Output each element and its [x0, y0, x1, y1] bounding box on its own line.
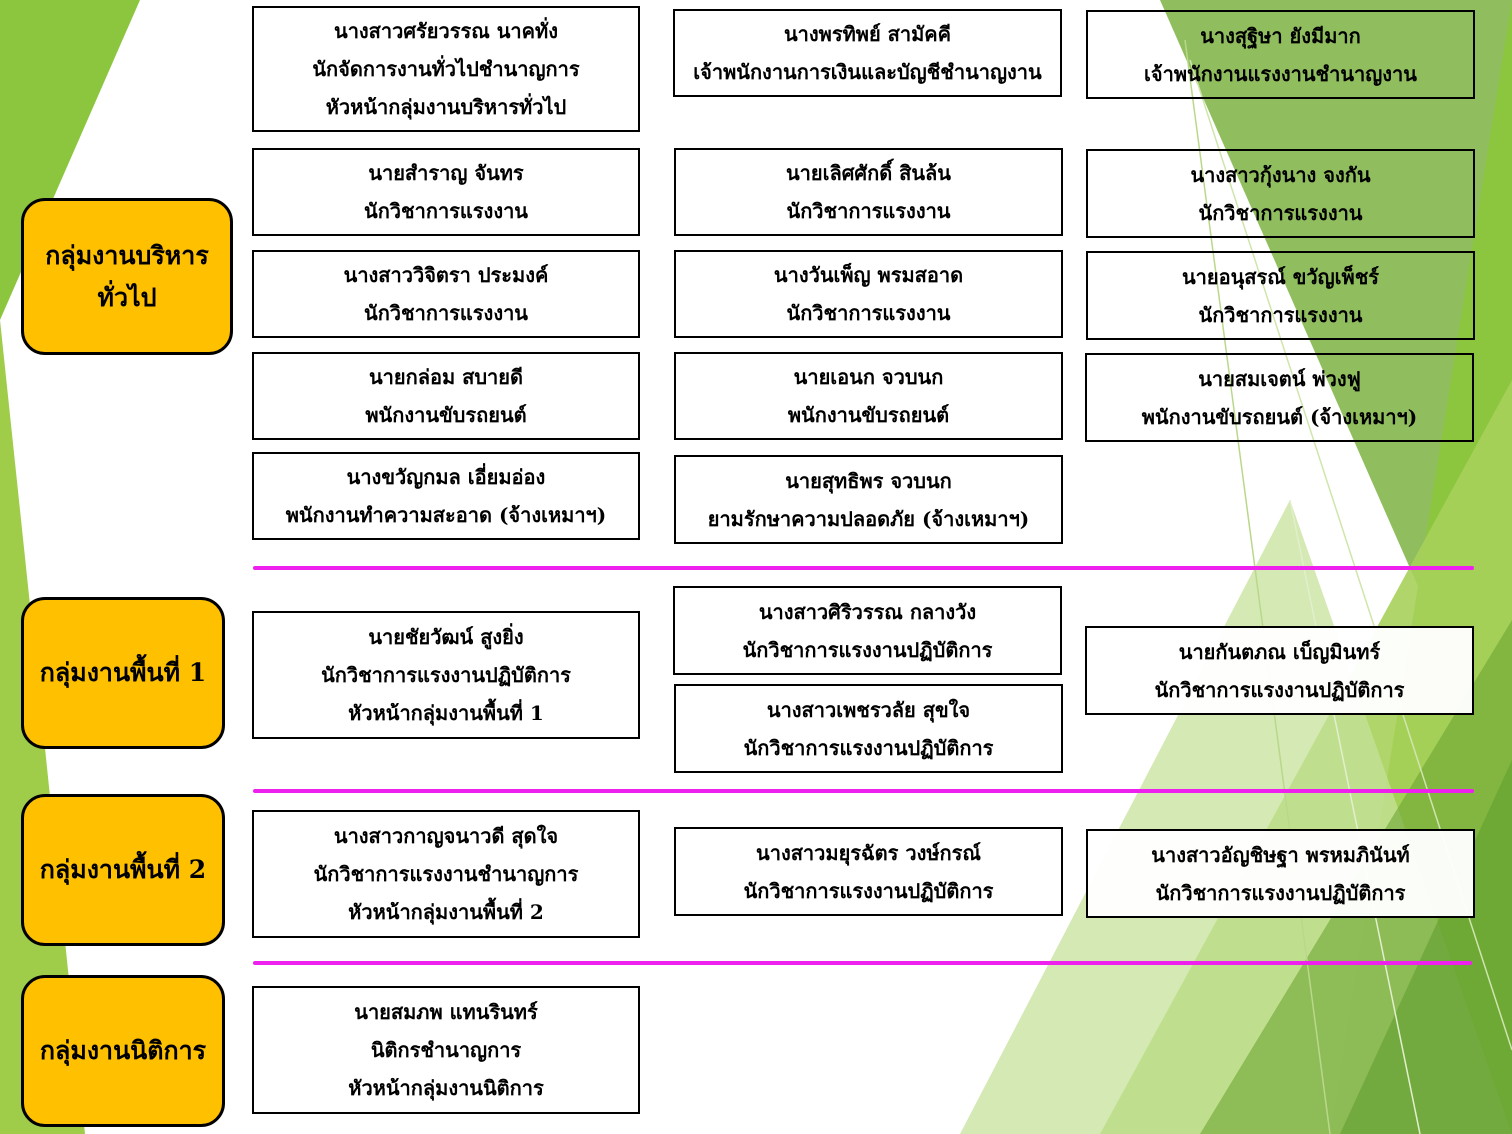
staff-card: นางขวัญกมล เอี่ยมอ่อง พนักงานทำความสะอาด…	[252, 452, 640, 540]
group-label-line: กลุ่มงานพื้นที่ 1	[39, 658, 207, 687]
staff-name: นางสุฐิษา ยังมีมาก	[1200, 23, 1361, 48]
staff-card: นางสาวศรัยวรรณ นาคทั่ง นักจัดการงานทั่วไ…	[252, 6, 640, 132]
staff-card: นางวันเพ็ญ พรมสอาด นักวิชาการแรงงาน	[674, 250, 1063, 338]
staff-card: นางพรทิพย์ สามัคคี เจ้าพนักงานการเงินและ…	[673, 9, 1062, 97]
staff-position: นักวิชาการแรงงานชำนาญการ	[313, 862, 579, 886]
staff-card: นางสุฐิษา ยังมีมาก เจ้าพนักงานแรงงานชำนา…	[1086, 10, 1475, 99]
staff-position: นักวิชาการแรงงานปฏิบัติการ	[1155, 880, 1406, 905]
staff-name: นายกล่อม สบายดี	[369, 365, 523, 389]
staff-name: นางสาวเพชรวลัย สุขใจ	[766, 697, 971, 722]
staff-name: นายอนุสรณ์ ขวัญเพ็ชร์	[1181, 264, 1380, 289]
staff-card: นายสมเจตน์ พ่วงฟู พนักงานขับรถยนต์ (จ้าง…	[1085, 353, 1474, 442]
staff-card: นายสมภพ แทนรินทร์ นิติกรชำนาญการ หัวหน้า…	[252, 986, 640, 1114]
staff-name: นายชัยวัฒน์ สูงยิ่ง	[368, 625, 524, 649]
staff-position: เจ้าพนักงานแรงงานชำนาญงาน	[1144, 61, 1417, 86]
staff-position: นักวิชาการแรงงาน	[786, 199, 951, 223]
staff-role: หัวหน้ากลุ่มงานพื้นที่ 1	[348, 701, 544, 725]
staff-position: นักวิชาการแรงงานปฏิบัติการ	[742, 637, 993, 662]
staff-name: นางขวัญกมล เอี่ยมอ่อง	[346, 465, 546, 489]
staff-position: นักวิชาการแรงงานปฏิบัติการ	[1154, 677, 1405, 702]
staff-name: นายเลิศศักดิ์ สินล้น	[786, 161, 951, 185]
staff-name: นางสาวกาญจนาวดี สุดใจ	[333, 824, 559, 848]
staff-role: หัวหน้ากลุ่มงานพื้นที่ 2	[348, 900, 544, 924]
staff-name: นางสาวศรัยวรรณ นาคทั่ง	[334, 19, 558, 43]
staff-name: นางวันเพ็ญ พรมสอาด	[773, 263, 964, 287]
staff-name: นางสาวอัญชิษฐา พรหมภินันท์	[1151, 842, 1410, 867]
group-label-line: กลุ่มงานพื้นที่ 2	[39, 855, 207, 884]
staff-name: นางสาววิจิตรา ประมงค์	[343, 263, 549, 287]
staff-position: นิติกรชำนาญการ	[370, 1038, 522, 1062]
staff-name: นายสุทธิพร จวบนก	[785, 468, 952, 493]
group-area-1: กลุ่มงานพื้นที่ 1	[21, 597, 225, 749]
staff-name: นายสมเจตน์ พ่วงฟู	[1198, 366, 1361, 391]
staff-role: หัวหน้ากลุ่มงานนิติการ	[348, 1076, 544, 1100]
staff-position: พนักงานขับรถยนต์	[365, 403, 527, 427]
group-general-admin: กลุ่มงานบริหาร ทั่วไป	[21, 198, 233, 355]
staff-position: นักวิชาการแรงงาน	[364, 301, 528, 325]
staff-card: นางสาวมยุรฉัตร วงษ์กรณ์ นักวิชาการแรงงาน…	[674, 827, 1063, 916]
staff-position: นักวิชาการแรงงาน	[1198, 200, 1363, 225]
staff-position: นักวิชาการแรงงานปฏิบัติการ	[743, 735, 994, 760]
staff-card: นางสาวศิริวรรณ กลางวัง นักวิชาการแรงงานป…	[673, 586, 1062, 675]
staff-name: นางสาวกุ้งนาง จงกัน	[1190, 162, 1371, 187]
staff-card: นางสาวกาญจนาวดี สุดใจ นักวิชาการแรงงานชำ…	[252, 810, 640, 938]
staff-name: นายกันตภณ เบ็ญมินทร์	[1178, 639, 1381, 664]
staff-position: พนักงานขับรถยนต์	[787, 403, 950, 427]
staff-name: นายสมภพ แทนรินทร์	[354, 1000, 538, 1024]
staff-card: นายเอนก จวบนก พนักงานขับรถยนต์	[674, 352, 1063, 440]
staff-position: เจ้าพนักงานการเงินและบัญชีชำนาญงาน	[693, 60, 1042, 84]
staff-card: นายชัยวัฒน์ สูงยิ่ง นักวิชาการแรงงานปฏิบ…	[252, 611, 640, 739]
section-divider	[253, 566, 1474, 570]
group-label-line: กลุ่มงานบริหาร	[45, 240, 209, 270]
staff-name: นายเอนก จวบนก	[793, 365, 944, 389]
staff-name: นางสาวศิริวรรณ กลางวัง	[758, 599, 977, 624]
staff-position: นักวิชาการแรงงาน	[1198, 302, 1363, 327]
staff-card: นายกันตภณ เบ็ญมินทร์ นักวิชาการแรงงานปฏิ…	[1085, 626, 1474, 715]
staff-name: นายสำราญ จันทร	[368, 161, 524, 185]
staff-position: นักจัดการงานทั่วไปชำนาญการ	[312, 57, 580, 81]
section-divider	[253, 961, 1472, 965]
staff-position: พนักงานขับรถยนต์ (จ้างเหมาฯ)	[1141, 404, 1418, 429]
staff-position: พนักงานทำความสะอาด (จ้างเหมาฯ)	[285, 503, 607, 527]
staff-position: นักวิชาการแรงงาน	[364, 199, 528, 223]
group-legal: กลุ่มงานนิติการ	[21, 975, 225, 1127]
staff-card: นางสาวเพชรวลัย สุขใจ นักวิชาการแรงงานปฏิ…	[674, 684, 1063, 773]
section-divider	[253, 789, 1474, 793]
staff-card: นางสาวกุ้งนาง จงกัน นักวิชาการแรงงาน	[1086, 149, 1475, 238]
staff-position: ยามรักษาความปลอดภัย (จ้างเหมาฯ)	[707, 506, 1030, 531]
group-area-2: กลุ่มงานพื้นที่ 2	[21, 794, 225, 946]
group-label-line: กลุ่มงานนิติการ	[39, 1036, 207, 1065]
staff-role: หัวหน้ากลุ่มงานบริหารทั่วไป	[325, 95, 567, 119]
staff-card: นายกล่อม สบายดี พนักงานขับรถยนต์	[252, 352, 640, 440]
staff-card: นายสำราญ จันทร นักวิชาการแรงงาน	[252, 148, 640, 236]
staff-card: นายอนุสรณ์ ขวัญเพ็ชร์ นักวิชาการแรงงาน	[1086, 251, 1475, 340]
staff-position: นักวิชาการแรงงาน	[786, 301, 951, 325]
staff-card: นายเลิศศักดิ์ สินล้น นักวิชาการแรงงาน	[674, 148, 1063, 236]
group-label-line: ทั่วไป	[97, 282, 157, 312]
staff-position: นักวิชาการแรงงานปฏิบัติการ	[321, 663, 571, 687]
staff-name: นางพรทิพย์ สามัคคี	[783, 22, 952, 46]
staff-card: นางสาวอัญชิษฐา พรหมภินันท์ นักวิชาการแรง…	[1086, 829, 1475, 918]
staff-card: นายสุทธิพร จวบนก ยามรักษาความปลอดภัย (จ้…	[674, 455, 1063, 544]
staff-name: นางสาวมยุรฉัตร วงษ์กรณ์	[756, 840, 981, 865]
staff-card: นางสาววิจิตรา ประมงค์ นักวิชาการแรงงาน	[252, 250, 640, 338]
staff-position: นักวิชาการแรงงานปฏิบัติการ	[743, 878, 994, 903]
